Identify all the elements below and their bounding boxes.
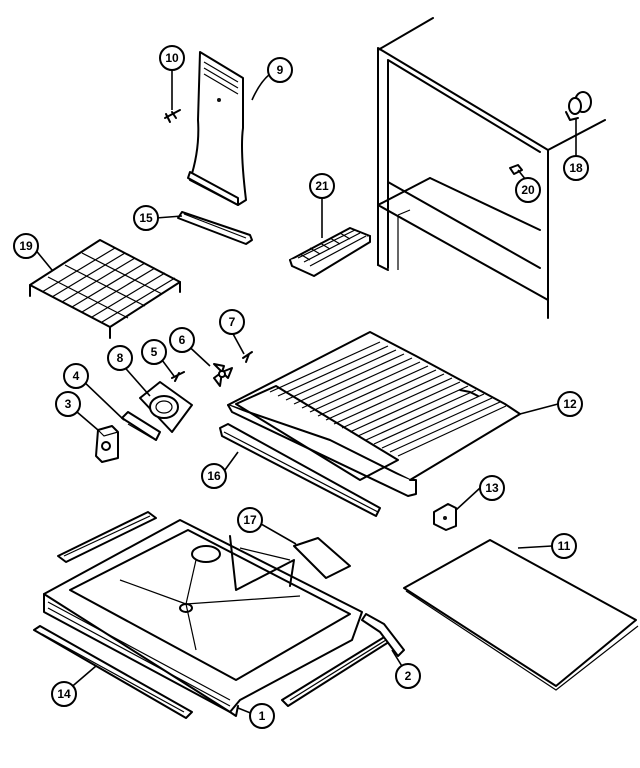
callout-7-label: 7 — [229, 315, 236, 329]
air-duct-cover — [187, 51, 247, 206]
callout-5-label: 5 — [151, 345, 158, 359]
right-rail — [281, 613, 405, 707]
callout-14: 14 — [51, 681, 77, 707]
fan-bracket — [139, 381, 193, 433]
ice-tray — [289, 227, 371, 277]
callout-2-label: 2 — [405, 669, 412, 683]
callout-1-label: 1 — [259, 709, 266, 723]
left-rail — [57, 511, 157, 563]
callout-8: 8 — [107, 345, 133, 371]
callout-14-label: 14 — [57, 687, 71, 701]
callout-21: 21 — [309, 173, 335, 199]
callout-13: 13 — [479, 475, 505, 501]
callout-12-label: 12 — [563, 397, 577, 411]
flap-part — [293, 537, 351, 579]
callout-19-label: 19 — [19, 239, 33, 253]
front-strip — [33, 625, 193, 719]
callout-9: 9 — [267, 57, 293, 83]
callout-21-label: 21 — [315, 179, 329, 193]
callout-17: 17 — [237, 507, 263, 533]
callout-3-label: 3 — [65, 397, 72, 411]
callout-20: 20 — [515, 177, 541, 203]
callout-7: 7 — [219, 309, 245, 335]
callout-10-label: 10 — [165, 51, 179, 65]
screw-part-5 — [171, 371, 185, 382]
callout-16: 16 — [201, 463, 227, 489]
callout-20-label: 20 — [521, 183, 535, 197]
bottom-panel — [403, 539, 639, 691]
callout-6-label: 6 — [179, 333, 186, 347]
clip-part — [509, 164, 523, 175]
callout-5: 5 — [141, 339, 167, 365]
callout-13-label: 13 — [485, 481, 499, 495]
wire-shelf — [29, 239, 181, 339]
callout-12: 12 — [557, 391, 583, 417]
callout-15-label: 15 — [139, 211, 153, 225]
callout-16-label: 16 — [207, 469, 221, 483]
bulb-socket-part — [565, 91, 592, 121]
callout-18-top: 18 — [563, 155, 589, 181]
callout-18-top-label: 18 — [569, 161, 583, 175]
crisper-shelf — [227, 331, 521, 497]
bracket-part-13 — [433, 503, 457, 531]
screw-part-10 — [164, 109, 181, 123]
callout-3: 3 — [55, 391, 81, 417]
callout-15: 15 — [133, 205, 159, 231]
callout-2: 2 — [395, 663, 421, 689]
base-pan — [43, 519, 363, 717]
callout-1: 1 — [249, 703, 275, 729]
callout-6: 6 — [169, 327, 195, 353]
callout-19: 19 — [13, 233, 39, 259]
callout-11: 11 — [551, 533, 577, 559]
fan-blade — [213, 363, 233, 387]
callout-4: 4 — [63, 363, 89, 389]
callout-4-label: 4 — [73, 369, 80, 383]
screw-part-7 — [242, 351, 253, 363]
callout-10: 10 — [159, 45, 185, 71]
bar-part-15 — [177, 211, 253, 245]
bracket-part-4 — [121, 411, 161, 441]
crisper-front-bar — [219, 423, 381, 517]
callout-9-label: 9 — [277, 63, 284, 77]
callout-11-label: 11 — [558, 539, 571, 553]
callout-8-label: 8 — [117, 351, 124, 365]
callout-17-label: 17 — [243, 513, 257, 527]
thermostat-part — [95, 425, 119, 463]
